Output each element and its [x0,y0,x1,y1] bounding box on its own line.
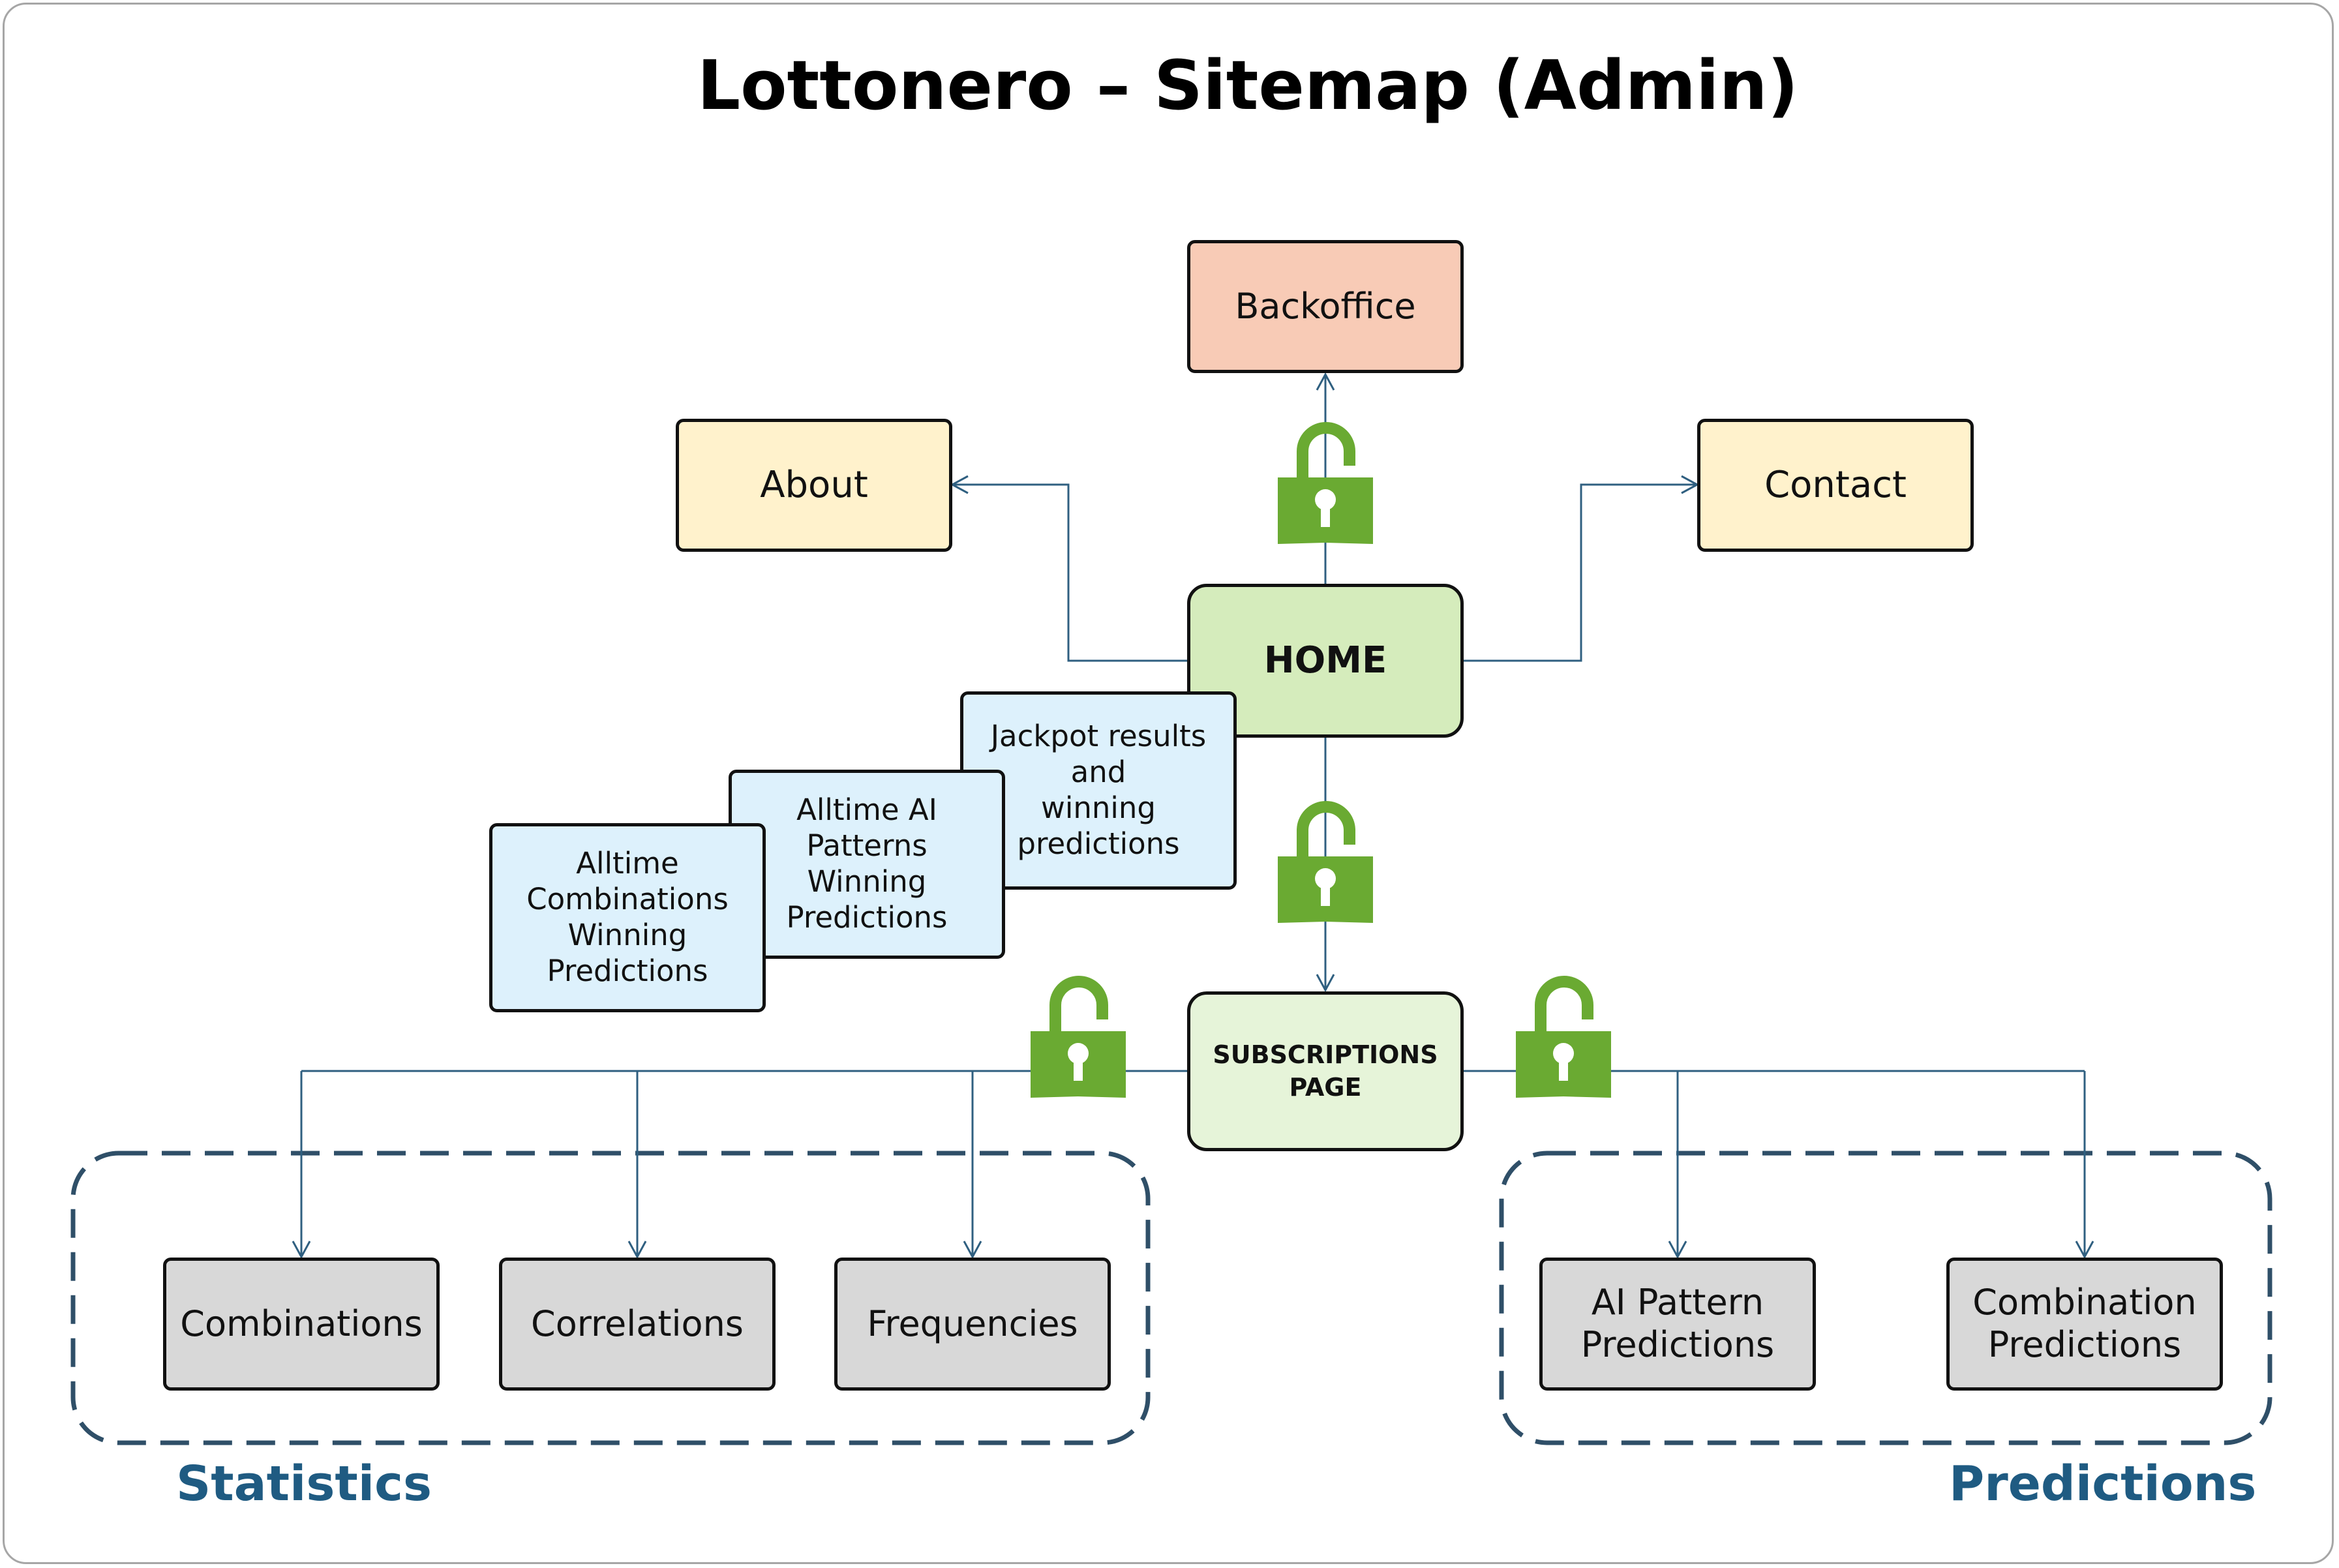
node-correlations[interactable]: Correlations [499,1258,776,1391]
node-contact[interactable]: Contact [1697,419,1974,552]
node-home[interactable]: HOME [1187,584,1464,738]
node-combination-predictions-line2: Predictions [1987,1324,2182,1365]
card-alltime-ai-patterns[interactable]: Alltime AI Patterns Winning Predictions [729,770,1005,959]
node-combination-predictions-line1: Combination [1972,1282,2197,1323]
unlocked-padlock-icon-predictions [1516,982,1611,1098]
card-alltime-ai-patterns-line4: Predictions [786,899,948,935]
connector-home-contact [1462,475,1700,662]
card-jackpot-results-line4: predictions [1017,826,1180,861]
predictions-group-container [1499,1151,2272,1445]
node-subscriptions-line2: PAGE [1289,1072,1362,1102]
group-label-predictions: Predictions [1949,1456,2257,1512]
card-alltime-combinations-line3: Winning [567,918,687,952]
card-jackpot-results-line3: winning [1041,791,1156,825]
card-alltime-combinations[interactable]: Alltime Combinations Winning Predictions [489,823,766,1012]
card-alltime-ai-patterns-line2: Patterns [806,828,928,864]
node-home-label: HOME [1263,639,1387,682]
node-backoffice-label: Backoffice [1235,285,1416,327]
node-correlations-label: Correlations [531,1303,744,1344]
card-alltime-ai-patterns-line3: Winning [807,864,927,899]
node-combination-predictions[interactable]: Combination Predictions [1946,1258,2223,1391]
node-subscriptions-line1: SUBSCRIPTIONS [1213,1040,1438,1070]
node-ai-pattern-predictions-line1: AI Pattern [1591,1282,1764,1323]
node-frequencies-label: Frequencies [867,1303,1078,1344]
node-backoffice[interactable]: Backoffice [1187,240,1464,373]
card-alltime-combinations-line4: Predictions [547,953,708,988]
node-ai-pattern-predictions[interactable]: AI Pattern Predictions [1539,1258,1816,1391]
node-about-label: About [760,464,868,507]
card-alltime-combinations-line1: Alltime [576,846,679,881]
card-alltime-combinations-line2: Combinations [526,882,729,917]
node-contact-label: Contact [1764,464,1907,507]
node-about[interactable]: About [676,419,952,552]
node-ai-pattern-predictions-line2: Predictions [1580,1324,1775,1365]
page-title: Lottonero – Sitemap (Admin) [697,46,1799,125]
statistics-group-container [70,1151,1151,1445]
connector-home-about [950,475,1188,662]
card-jackpot-results-line1: Jackpot results [990,719,1207,754]
node-combinations-label: Combinations [180,1303,423,1344]
node-frequencies[interactable]: Frequencies [834,1258,1111,1391]
node-subscriptions-page[interactable]: SUBSCRIPTIONS PAGE [1187,991,1464,1151]
group-label-statistics: Statistics [176,1456,432,1512]
node-combinations[interactable]: Combinations [163,1258,440,1391]
card-jackpot-results[interactable]: Jackpot results and winning predictions [960,691,1237,890]
card-jackpot-results-line2: and [1070,755,1126,790]
card-alltime-ai-patterns-line1: Alltime AI [796,792,937,828]
unlocked-padlock-icon-statistics [1031,982,1126,1098]
